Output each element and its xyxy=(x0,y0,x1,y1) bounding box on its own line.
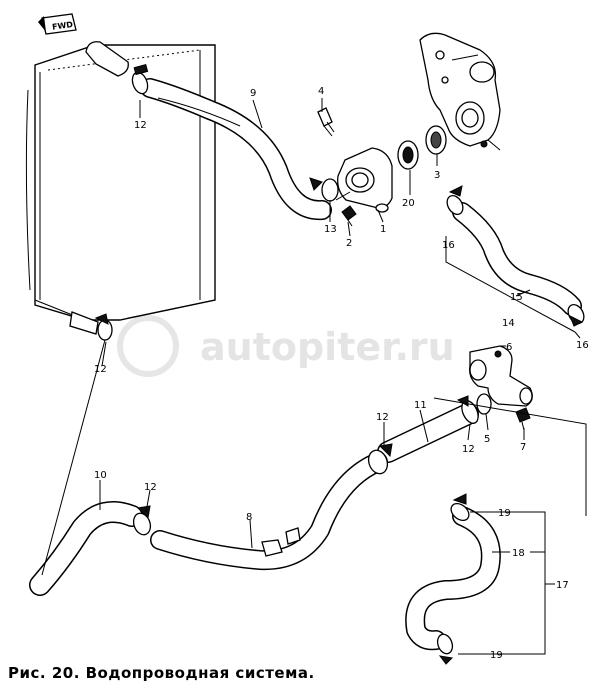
clamp-12-radiator-lower xyxy=(94,313,113,341)
watermark-text: autopiter.ru xyxy=(200,325,455,369)
label-11: 11 xyxy=(414,400,427,411)
label-4: 4 xyxy=(318,86,324,97)
label-16-lower: 16 xyxy=(576,340,589,351)
hose-10 xyxy=(29,501,143,596)
label-7: 7 xyxy=(520,442,526,453)
label-12-radiator: 12 xyxy=(94,364,107,375)
water-inlet-6 xyxy=(469,345,533,407)
label-2: 2 xyxy=(346,238,352,249)
label-1: 1 xyxy=(380,224,386,235)
bolt-4 xyxy=(317,107,335,137)
label-9: 9 xyxy=(250,88,256,99)
label-5: 5 xyxy=(484,434,490,445)
bolt-2 xyxy=(341,205,357,227)
label-12-upper: 12 xyxy=(134,120,147,131)
clamp-13 xyxy=(309,177,339,202)
hose-18 xyxy=(405,506,501,651)
engine-water-outlet xyxy=(419,32,501,151)
watermark: autopiter.ru xyxy=(117,315,455,377)
label-15: 15 xyxy=(510,292,523,303)
label-10: 10 xyxy=(94,470,107,481)
label-16-upper: 16 xyxy=(442,240,455,251)
label-18: 18 xyxy=(512,548,525,559)
label-20: 20 xyxy=(402,198,415,209)
label-14: 14 xyxy=(502,318,515,329)
label-19-lower: 19 xyxy=(490,650,503,661)
clamp-12-hose11-right xyxy=(456,395,479,424)
label-17: 17 xyxy=(556,580,569,591)
label-6: 6 xyxy=(506,342,512,353)
label-12-hose11: 12 xyxy=(462,444,475,455)
fwd-badge-text: FWD xyxy=(52,20,74,32)
clamp-16-lower xyxy=(567,304,585,327)
gasket-5 xyxy=(476,393,492,415)
thermostat-housing-1 xyxy=(335,147,393,213)
hose-9 xyxy=(140,78,332,221)
label-3: 3 xyxy=(434,170,440,181)
gasket-20 xyxy=(397,140,419,170)
label-13: 13 xyxy=(324,224,337,235)
label-8: 8 xyxy=(246,512,252,523)
hose-11 xyxy=(377,403,479,463)
label-19-upper: 19 xyxy=(498,508,511,519)
clamp-12-hose8 xyxy=(367,443,393,475)
label-12-hose10: 12 xyxy=(144,482,157,493)
thermostat-3 xyxy=(425,125,447,155)
front-direction-badge: FWD xyxy=(38,13,77,35)
hose-15 xyxy=(452,202,582,316)
label-12-hose8: 12 xyxy=(376,412,389,423)
hose-8 xyxy=(150,452,388,571)
clamp-upper-radiator xyxy=(131,63,149,95)
clamp-19-lower xyxy=(436,633,454,665)
clamp-19-upper xyxy=(450,493,470,522)
clamp-16-upper xyxy=(446,185,464,215)
bolt-7 xyxy=(515,407,531,431)
callouts: 9 12 4 1 2 13 20 3 16 15 14 16 6 12 11 1… xyxy=(94,86,589,661)
radiator xyxy=(25,41,216,335)
figure-caption: Рис. 20. Водопроводная система. xyxy=(8,664,315,682)
leader-lines xyxy=(41,98,587,655)
